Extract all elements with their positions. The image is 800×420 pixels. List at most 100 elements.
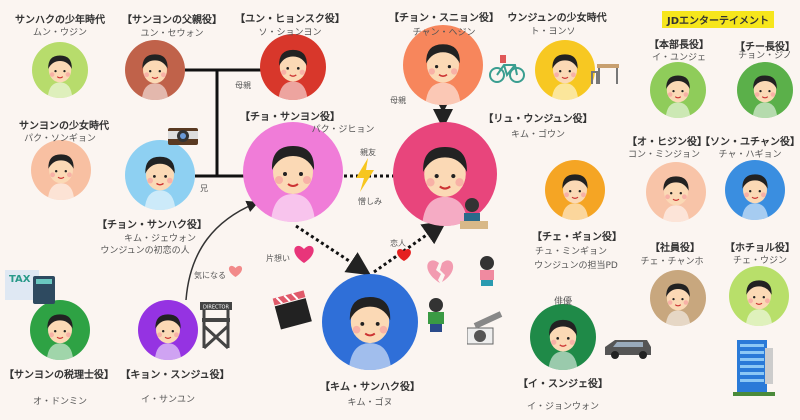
one-sided-love-line	[295, 224, 372, 276]
avatar-team-chief	[737, 62, 793, 118]
character-illustration	[422, 146, 468, 226]
avatar-unjun-child	[535, 40, 595, 100]
tax-text: TAX	[9, 274, 31, 285]
role-label: 【チョン・スニョン役】	[389, 13, 499, 24]
role-label: 【チョン・サンハク役】	[97, 220, 207, 231]
actor-label: キム・ジェウォン	[123, 234, 197, 244]
character-illustration	[46, 314, 74, 360]
film-camera-icon	[467, 311, 503, 345]
note-label: 俳優	[553, 297, 573, 307]
role-label: 【オ・ヒジン役】	[627, 137, 707, 148]
avatar-kim-sanhak	[322, 274, 418, 370]
actor-label: チャン・ヘジン	[412, 28, 476, 38]
desk-icon	[591, 64, 619, 84]
relation-hatred-label: 憎しみ	[358, 197, 382, 206]
actor-label: キム・ゴウン	[510, 130, 566, 140]
character-illustration	[141, 54, 169, 100]
character-illustration	[47, 154, 75, 200]
relation-interested-label: 気になる	[194, 271, 226, 280]
role-label: 【チェ・ギョン役】	[532, 232, 622, 243]
character-illustration	[425, 44, 461, 105]
actor-label: チェ・ウジン	[732, 256, 788, 266]
relation-mother-label: 母親	[235, 81, 251, 90]
avatar-cho-sanyon	[243, 122, 343, 222]
avatar-sanyon-child	[31, 140, 91, 200]
role-label: 【リュ・ウンジュン役】	[483, 114, 593, 125]
avatar-employee	[650, 270, 706, 326]
avatar-yun-hyonsuk	[260, 34, 326, 100]
character-illustration	[47, 55, 73, 98]
relation-brother-label: 兄	[200, 184, 208, 193]
character-illustration	[741, 174, 769, 220]
avatar-ryu-unjun	[393, 122, 497, 226]
avatar-chae-gyon	[545, 160, 605, 220]
actor-label: パク・ソンギョン	[24, 134, 96, 144]
actor-label: キム・ゴヌ	[347, 398, 393, 408]
studying-girl-icon	[460, 198, 488, 229]
avatar-chon-sanhak	[125, 140, 195, 210]
avatar-sanhak-child	[32, 42, 88, 98]
relation-friend-label: 親友	[360, 148, 376, 157]
heart-icon	[294, 245, 314, 263]
actor-label: コン・ミンジョン	[627, 150, 701, 160]
role-label: 【社員役】	[650, 243, 700, 254]
actor-label: イ・ユンジェ	[651, 53, 707, 63]
character-illustration	[662, 176, 690, 222]
actor-label: チュ・ミンギョン	[534, 247, 608, 257]
role-label: 【イ・スンジェ役】	[518, 379, 608, 390]
character-illustration	[551, 54, 579, 100]
lovers-line	[373, 220, 447, 274]
role-label: 【キョン・スンジュ役】	[120, 370, 230, 381]
actor-label: ト・ヨンソ	[530, 27, 576, 37]
relation-one-sided-label: 片想い	[266, 254, 290, 263]
role-label: 【チー長役】	[735, 42, 795, 53]
character-illustration	[271, 146, 315, 222]
photographer-icon	[428, 298, 444, 332]
actor-label: ソ・ションヨン	[258, 28, 322, 38]
avatar-chon-sunyon	[403, 25, 483, 105]
actor-label: イ・サンユン	[140, 395, 196, 405]
avatar-director	[650, 62, 706, 118]
company-label: JDエンターテイメント	[662, 11, 775, 28]
interested-arrow	[185, 200, 259, 301]
role-label: 【本部長役】	[649, 40, 709, 51]
character-illustration	[144, 156, 176, 210]
avatar-oh-hijin	[646, 162, 706, 222]
role-label: 【チョ・サンヨン役】	[240, 112, 340, 123]
relation-mother-label: 母親	[390, 96, 406, 105]
photographer-icon	[480, 256, 494, 286]
actor-label: チェ・チャンホ	[640, 257, 704, 267]
tax-calculator-icon: TAX	[5, 270, 55, 304]
relation-lovers-label: 恋人	[390, 239, 406, 248]
director-text: DIRECTOR	[203, 305, 229, 311]
heart-icon	[397, 249, 411, 261]
avatar-sanyon-father	[125, 40, 185, 100]
character-illustration	[745, 280, 773, 326]
director-chair-icon: DIRECTOR	[200, 302, 232, 350]
character-illustration	[278, 49, 308, 100]
role-label: 【サンヨンの父親役】	[122, 15, 222, 26]
role-label: 【ソン・ユチャン役】	[700, 137, 800, 148]
note-label: ウンジュンの初恋の人	[100, 246, 190, 256]
role-label: 【キム・サンハク役】	[320, 382, 420, 393]
character-illustration	[561, 174, 589, 220]
avatar-kyon-sunju	[138, 300, 198, 360]
heart-icon	[228, 265, 243, 277]
role-label: 【サンヨンの税理士役】	[4, 370, 114, 381]
role-label: サンヨンの少女時代	[19, 121, 109, 132]
role-label: 【ホチョル役】	[725, 243, 795, 254]
character-illustration	[348, 297, 392, 370]
avatar-tax-accountant	[30, 300, 90, 360]
avatar-son-yuchan	[725, 160, 785, 220]
van-icon	[605, 340, 651, 359]
character-illustration	[154, 314, 182, 360]
character-illustration	[752, 75, 778, 118]
actor-label: チョン・ジノ	[738, 51, 792, 61]
broken-heart-icon	[427, 260, 454, 283]
avatar-hochol	[729, 266, 789, 326]
character-illustration	[665, 283, 691, 326]
avatar-lee-sunje	[530, 304, 596, 370]
camera-icon	[168, 128, 198, 145]
character-illustration	[548, 319, 578, 370]
role-label: サンハクの少年時代	[15, 15, 105, 26]
